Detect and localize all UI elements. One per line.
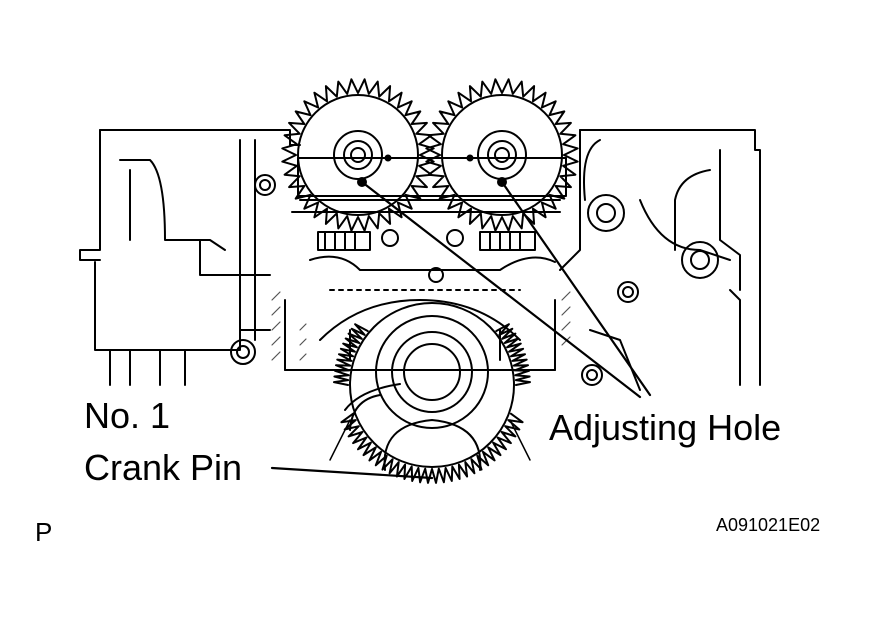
gear-tooth-profile xyxy=(333,323,369,386)
gear-tooth-profile xyxy=(281,78,435,232)
crank-pin-label: Crank Pin xyxy=(84,447,243,488)
view-marker-label: P xyxy=(35,517,53,547)
leader-lines xyxy=(270,180,652,480)
crankshaft-gear xyxy=(329,302,531,484)
adjusting-hole-leader-left xyxy=(360,180,642,399)
adjusting-hole-label: Adjusting Hole xyxy=(549,407,782,448)
figure-code-label: A091021E02 xyxy=(716,515,821,535)
bolt-bosses xyxy=(230,174,719,386)
balancer-housing xyxy=(291,157,567,361)
hatching xyxy=(271,291,571,361)
gear-tooth-profile xyxy=(495,323,531,386)
left-balancer-gear xyxy=(281,78,435,232)
right-balancer-gear xyxy=(425,78,579,232)
crank-gear-teeth xyxy=(333,323,531,484)
alignment-line xyxy=(297,154,567,162)
adjusting-hole-leader-right xyxy=(500,180,652,397)
engine-block-outline xyxy=(79,129,761,391)
no1-label: No. 1 xyxy=(84,395,171,436)
right-gear-teeth xyxy=(425,78,579,232)
gear-tooth-profile xyxy=(425,78,579,232)
crank-pin-leader xyxy=(270,466,434,480)
gear-tooth-profile xyxy=(340,412,524,484)
left-gear-teeth xyxy=(281,78,435,232)
